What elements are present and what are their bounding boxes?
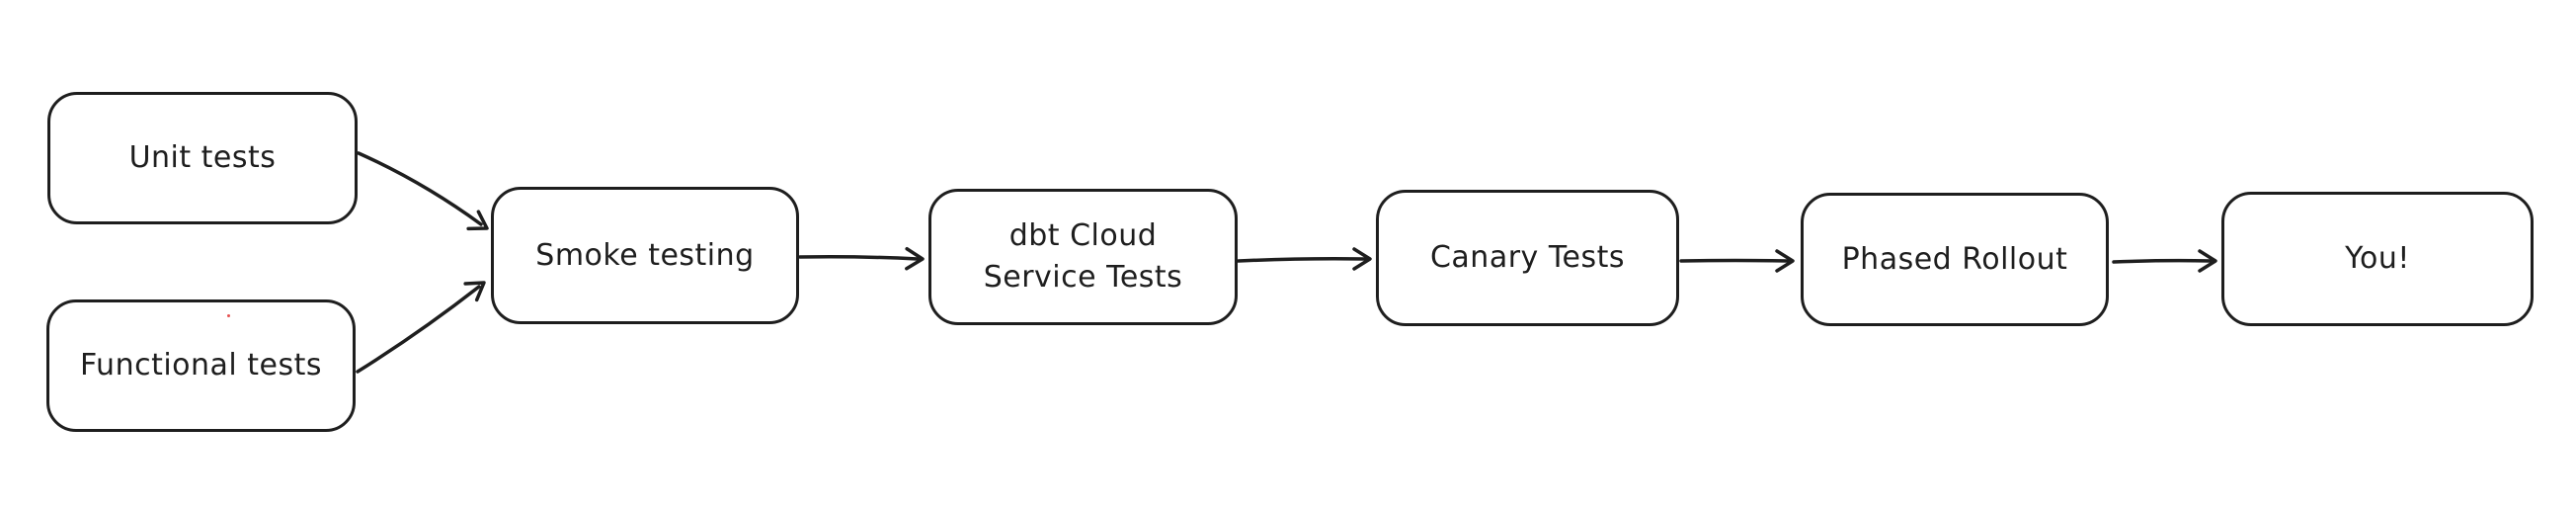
arrow-unit-tests-to-smoke-testing bbox=[357, 151, 489, 231]
node-unit-tests: Unit tests bbox=[47, 92, 358, 224]
arrowhead-icon bbox=[2198, 249, 2217, 273]
arrow-dbt-cloud-service-tests-to-canary-tests bbox=[1237, 247, 1372, 271]
arrow-shaft bbox=[1679, 258, 1790, 263]
stray-red-dot bbox=[227, 314, 230, 317]
arrowhead-icon bbox=[463, 281, 486, 302]
arrow-smoke-testing-to-dbt-cloud-service-tests bbox=[798, 246, 925, 271]
arrowhead-icon bbox=[905, 246, 925, 271]
arrow-shaft bbox=[798, 255, 920, 261]
arrow-canary-tests-to-phased-rollout bbox=[1679, 249, 1795, 273]
arrow-shaft bbox=[357, 151, 483, 226]
arrow-functional-tests-to-smoke-testing bbox=[356, 281, 486, 374]
node-dbt-cloud-service-tests: dbt Cloud Service Tests bbox=[928, 189, 1238, 325]
node-label-functional-tests: Functional tests bbox=[79, 348, 323, 382]
node-label-dbt-cloud-service-tests: dbt Cloud Service Tests bbox=[983, 218, 1183, 295]
arrow-phased-rollout-to-you bbox=[2112, 249, 2217, 273]
node-label-you: You! bbox=[2345, 241, 2410, 276]
node-functional-tests: Functional tests bbox=[46, 299, 356, 432]
node-smoke-testing: Smoke testing bbox=[491, 187, 799, 324]
arrow-shaft bbox=[2112, 258, 2213, 264]
node-phased-rollout: Phased Rollout bbox=[1801, 193, 2109, 326]
arrowhead-icon bbox=[466, 210, 489, 231]
arrow-shaft bbox=[356, 285, 481, 374]
arrow-shaft bbox=[1237, 257, 1367, 263]
node-label-smoke-testing: Smoke testing bbox=[535, 237, 755, 273]
node-label-canary-tests: Canary Tests bbox=[1429, 240, 1626, 275]
node-you: You! bbox=[2221, 192, 2534, 326]
node-canary-tests: Canary Tests bbox=[1376, 190, 1679, 326]
arrowhead-icon bbox=[1352, 247, 1372, 271]
arrowhead-icon bbox=[1775, 249, 1795, 273]
node-label-unit-tests: Unit tests bbox=[128, 140, 277, 175]
node-label-phased-rollout: Phased Rollout bbox=[1841, 241, 2068, 277]
